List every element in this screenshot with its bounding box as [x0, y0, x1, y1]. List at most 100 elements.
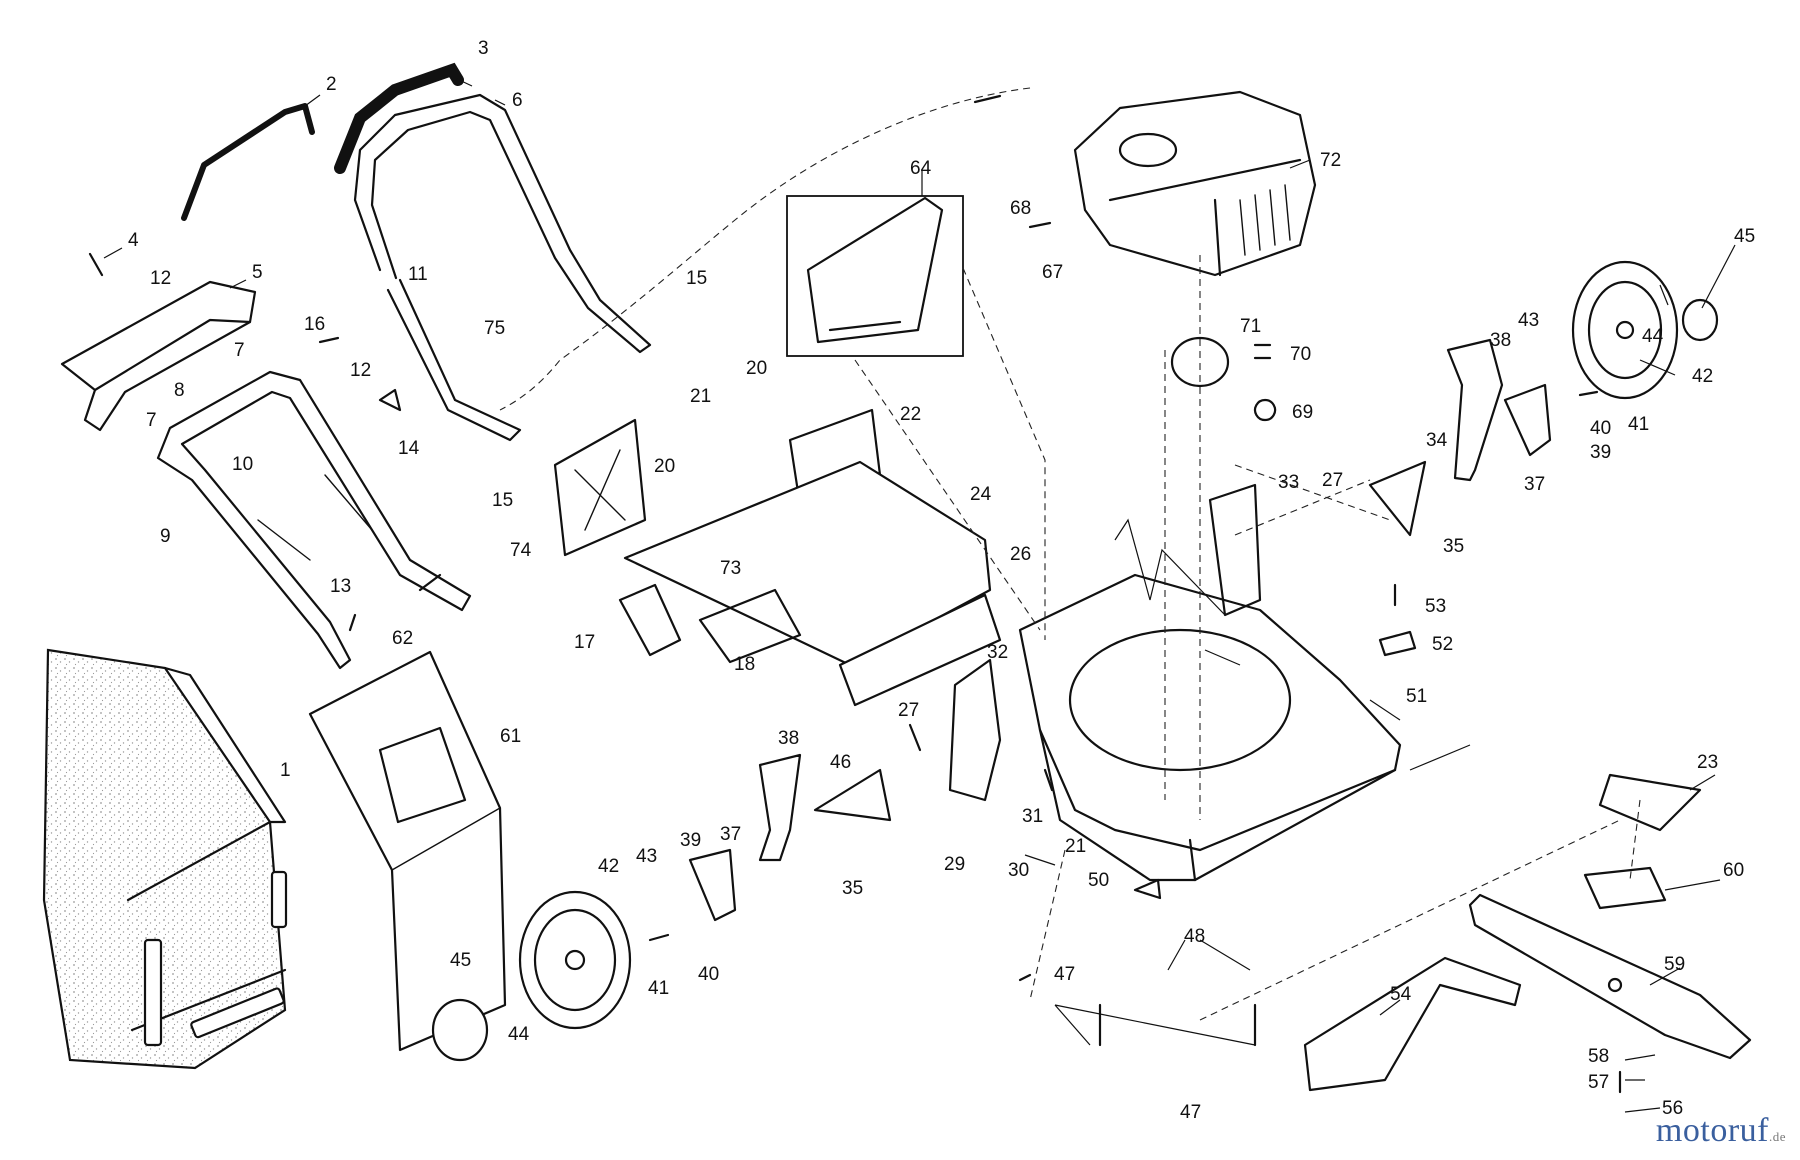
- callout-37-b: 37: [720, 824, 741, 845]
- callout-47-b: 47: [1180, 1102, 1201, 1123]
- callout-74: 74: [510, 540, 532, 561]
- throttle-cable-end: [973, 94, 1002, 104]
- callout-33: 33: [1278, 472, 1299, 493]
- lower-bracket: [698, 588, 802, 664]
- callout-46: 46: [830, 752, 851, 773]
- callout-26: 26: [1010, 544, 1031, 565]
- watermark-logo: motoruf.de: [1656, 1112, 1786, 1150]
- callout-17: 17: [574, 632, 595, 653]
- watermark-tld: .de: [1768, 1129, 1786, 1144]
- callout-35-a: 35: [1443, 536, 1464, 557]
- callout-61: 61: [500, 726, 521, 747]
- callout-5: 5: [252, 262, 263, 283]
- callout-39-a: 39: [1590, 442, 1611, 463]
- deflector-cross: [574, 449, 626, 531]
- callout-23: 23: [1697, 752, 1718, 773]
- callout-40-a: 40: [1590, 418, 1611, 439]
- callout-43-b: 43: [636, 846, 657, 867]
- callout-38-b: 38: [778, 728, 799, 749]
- callout-7-b: 7: [146, 410, 157, 431]
- callout-39-b: 39: [680, 830, 701, 851]
- bag-frame: [308, 650, 507, 1052]
- bolts: [88, 221, 1622, 1094]
- rear-wheel: [1571, 260, 1679, 400]
- rear-flap: [838, 593, 1002, 707]
- blade-stiffener: [1303, 956, 1522, 1092]
- axle-bracket-right: [1503, 383, 1552, 457]
- callout-51: 51: [1406, 686, 1427, 707]
- deflector-plate: [553, 418, 647, 557]
- lever-left: [758, 753, 802, 862]
- callout-67: 67: [1042, 262, 1063, 283]
- callout-58: 58: [1588, 1046, 1609, 1067]
- callout-43-a: 43: [1518, 310, 1539, 331]
- callout-24: 24: [970, 484, 992, 505]
- baffle: [806, 196, 944, 344]
- callout-15-a: 15: [686, 268, 707, 289]
- wheel-bracket-left: [948, 658, 1002, 802]
- lever-right: [1446, 338, 1504, 482]
- callout-68: 68: [1010, 198, 1031, 219]
- handle-grip: [334, 62, 464, 174]
- callout-45-b: 45: [450, 950, 471, 971]
- callout-32: 32: [987, 642, 1008, 663]
- assembly-lines: [854, 255, 1641, 1021]
- callout-20-a: 20: [746, 358, 767, 379]
- callout-41-b: 41: [648, 978, 669, 999]
- callout-13: 13: [330, 576, 351, 597]
- blade-adapter: [1583, 866, 1667, 910]
- pivot-clips: [348, 573, 442, 632]
- callout-labels: 1 2 3 4 5 6 7 7 8 9 10 11 12 12 13 14 15…: [128, 38, 1755, 1123]
- callout-44-b: 44: [508, 1024, 530, 1045]
- height-adjuster-left: [813, 768, 892, 822]
- callout-10: 10: [232, 454, 253, 475]
- callout-54: 54: [1390, 984, 1412, 1005]
- callout-1: 1: [280, 760, 291, 781]
- callout-42-b: 42: [598, 856, 619, 877]
- callout-31: 31: [1022, 806, 1043, 827]
- cutting-blade: [1468, 893, 1752, 1060]
- callout-57: 57: [1588, 1072, 1609, 1093]
- callout-45-a: 45: [1734, 226, 1755, 247]
- callout-18: 18: [734, 654, 755, 675]
- callout-3: 3: [478, 38, 489, 59]
- hub-cap-right: [1681, 298, 1719, 342]
- callout-38-a: 38: [1490, 330, 1511, 351]
- callout-70: 70: [1290, 344, 1311, 365]
- rear-door: [623, 460, 992, 667]
- callout-22: 22: [900, 404, 921, 425]
- woodruff-keys: [1253, 343, 1272, 360]
- callout-12-b: 12: [350, 360, 371, 381]
- callout-15-b: 15: [492, 490, 513, 511]
- callout-29: 29: [944, 854, 965, 875]
- callout-53: 53: [1425, 596, 1446, 617]
- hub-cap-left: [431, 998, 489, 1062]
- callout-6: 6: [512, 90, 523, 111]
- upper-handle: [353, 93, 652, 442]
- watermark-name: motoruf: [1655, 1112, 1769, 1149]
- callout-27-b: 27: [898, 700, 919, 721]
- callout-8: 8: [174, 380, 185, 401]
- callout-72: 72: [1320, 150, 1341, 171]
- blade-hole: [1607, 977, 1623, 993]
- hair-pin-clip: [378, 388, 402, 412]
- callout-60: 60: [1723, 860, 1744, 881]
- height-adjuster-right: [1368, 460, 1427, 537]
- callout-37-a: 37: [1524, 474, 1545, 495]
- engine: [1073, 90, 1317, 277]
- callout-42-a: 42: [1692, 366, 1713, 387]
- callout-41-a: 41: [1628, 414, 1649, 435]
- throttle-cable: [499, 87, 1031, 411]
- callout-62: 62: [392, 628, 413, 649]
- callout-47-a: 47: [1054, 964, 1075, 985]
- wing-nut: [1378, 630, 1417, 657]
- callout-34: 34: [1426, 430, 1448, 451]
- left-bracket: [618, 583, 682, 657]
- callout-4: 4: [128, 230, 139, 251]
- callout-21-b: 21: [1065, 836, 1086, 857]
- callout-7-a: 7: [234, 340, 245, 361]
- handle-cover: [60, 280, 257, 432]
- lower-handle: [156, 370, 472, 670]
- spacer: [1133, 878, 1162, 900]
